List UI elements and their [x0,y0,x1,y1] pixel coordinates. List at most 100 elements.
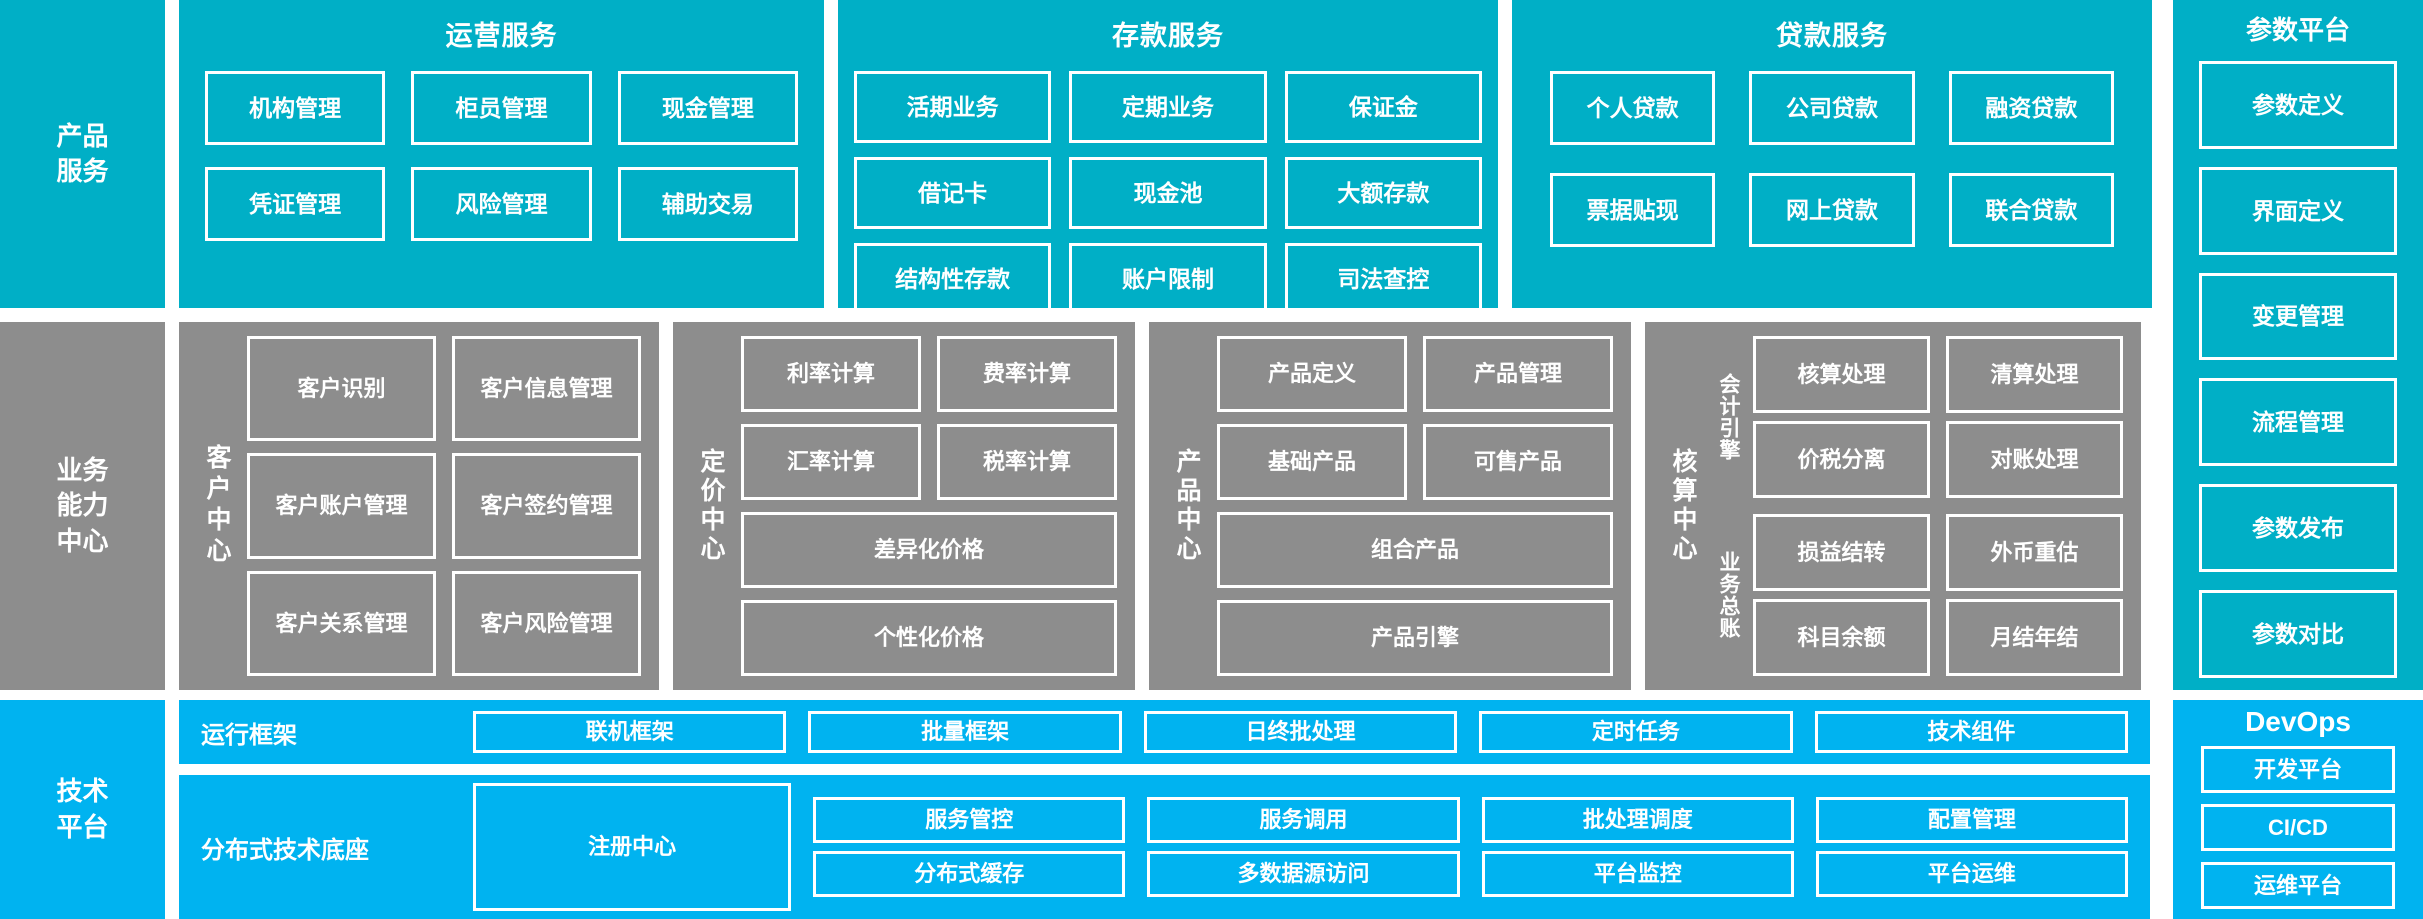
capability-jiashui-fenli[interactable]: 价税分离 [1753,421,1930,498]
service-item-wangshang-daikuan[interactable]: 网上贷款 [1749,173,1915,247]
center-row: 产品定义 产品管理 [1217,336,1613,412]
service-item-guiyuan-guanli[interactable]: 柜员管理 [411,71,592,145]
panel-devops: DevOps 开发平台 CI/CD 运维平台 [2173,700,2423,919]
capability-kemu-yue[interactable]: 科目余额 [1753,599,1930,676]
tech-item-dingshi-renwu[interactable]: 定时任务 [1479,711,1793,753]
deposit-service-grid: 活期业务 定期业务 保证金 借记卡 现金池 大额存款 结构性存款 账户限制 司法… [838,71,1498,329]
devops-item-yunwei-pingtai[interactable]: 运维平台 [2201,862,2395,909]
center-row: 组合产品 [1217,512,1613,588]
service-item-fengxian-guanli[interactable]: 风险管理 [411,167,592,241]
service-item-xianjinchi[interactable]: 现金池 [1069,157,1267,229]
layer-label-product-service-text: 产品 服务 [56,120,109,186]
accounting-ledger-cells: 损益结转 外币重估 科目余额 月结年结 [1753,514,2123,676]
center-accounting-body: 会计引擎 核算处理 清算处理 价税分离 对账处理 业务总账 [1713,336,2123,676]
accounting-group-label-engine: 会计引擎 [1717,373,1740,461]
center-label-pricing: 定价中心 [697,448,725,564]
param-item-canshu-fabu[interactable]: 参数发布 [2199,484,2397,573]
tech-column-1: 服务管控 分布式缓存 [813,783,1126,911]
capability-chayihua-jiage[interactable]: 差异化价格 [741,512,1117,588]
service-item-piaoju-tiexian[interactable]: 票据贴现 [1550,173,1716,247]
capability-qingsuan-chuli[interactable]: 清算处理 [1946,336,2123,413]
service-item-fuzhu-jiaoyi[interactable]: 辅助交易 [617,167,798,241]
tech-item-duoshujuyuan-fangwen[interactable]: 多数据源访问 [1147,851,1460,897]
tech-item-fuwu-diaoyong[interactable]: 服务调用 [1147,797,1460,843]
capability-kehu-guanxi-guanli[interactable]: 客户关系管理 [247,570,436,676]
tech-runtime-framework: 运行框架 联机框架 批量框架 日终批处理 定时任务 技术组件 [179,700,2150,764]
tech-item-pingtai-yunwei[interactable]: 平台运维 [1815,851,2129,897]
center-product: 产品中心 产品定义 产品管理 基础产品 可售产品 组合产品 产品引擎 [1149,322,1631,690]
service-item-zhanghu-xianzhi[interactable]: 账户限制 [1069,243,1267,315]
capability-sunyi-jiezhuan[interactable]: 损益结转 [1753,514,1930,591]
capability-shuilv-jisuan[interactable]: 税率计算 [937,424,1117,500]
service-item-jijika[interactable]: 借记卡 [854,157,1052,229]
layer-product-service: 产品 服务 运营服务 机构管理 柜员管理 现金管理 凭证管理 风险管理 辅助交易… [0,0,2423,315]
capability-huilv-jisuan[interactable]: 汇率计算 [741,424,921,500]
service-item-xianjin-guanli[interactable]: 现金管理 [617,71,798,145]
tech-item-peizhi-guanli[interactable]: 配置管理 [1815,797,2129,843]
param-item-liucheng-guanli[interactable]: 流程管理 [2199,378,2397,467]
capability-yuejie-nianjie[interactable]: 月结年结 [1946,599,2123,676]
capability-kehu-qianyue-guanli[interactable]: 客户签约管理 [452,453,641,559]
service-item-dingqi-yewu[interactable]: 定期业务 [1069,71,1267,143]
capability-kehu-fengxian-guanli[interactable]: 客户风险管理 [452,570,641,676]
param-item-canshu-dingyi[interactable]: 参数定义 [2199,61,2397,149]
tech-item-fenbushi-huancun[interactable]: 分布式缓存 [813,851,1126,897]
capability-waibi-chonggu[interactable]: 外币重估 [1946,514,2123,591]
tech-item-lianji-kuangjia[interactable]: 联机框架 [473,711,787,753]
service-item-pingzheng-guanli[interactable]: 凭证管理 [205,167,386,241]
tech-item-pichuli-diaodu[interactable]: 批处理调度 [1481,797,1794,843]
capability-feilv-jisuan[interactable]: 费率计算 [937,336,1117,412]
service-item-rongzi-daikuan[interactable]: 融资贷款 [1948,71,2114,145]
param-item-canshu-duibi[interactable]: 参数对比 [2199,590,2397,678]
service-item-jigou-guanli[interactable]: 机构管理 [205,71,386,145]
center-customer-body: 客户识别 客户信息管理 客户账户管理 客户签约管理 客户关系管理 客户风险管理 [247,336,641,676]
tech-item-jishu-zujian[interactable]: 技术组件 [1814,711,2129,753]
devops-item-kaifa-pingtai[interactable]: 开发平台 [2201,746,2395,793]
param-item-biangeng-guanli[interactable]: 变更管理 [2199,272,2397,361]
tech-item-pingtai-jiankong[interactable]: 平台监控 [1481,851,1794,897]
capability-lilv-jisuan[interactable]: 利率计算 [741,336,921,412]
param-item-jiemian-dingyi[interactable]: 界面定义 [2199,166,2397,255]
capability-kehu-zhanghu-guanli[interactable]: 客户账户管理 [247,453,436,559]
center-pricing: 定价中心 利率计算 费率计算 汇率计算 税率计算 差异化价格 个性化价格 [673,322,1135,690]
capability-kehu-shibie[interactable]: 客户识别 [247,336,436,442]
center-label-accounting: 核算中心 [1669,448,1697,564]
center-row: 价税分离 对账处理 [1753,421,2123,498]
capability-zuhe-chanpin[interactable]: 组合产品 [1217,512,1613,588]
capability-chanpin-guanli[interactable]: 产品管理 [1423,336,1613,412]
service-item-daecunkuan[interactable]: 大额存款 [1284,157,1482,229]
capability-keshou-chanpin[interactable]: 可售产品 [1423,424,1613,500]
service-item-jiegouxing-cunkuan[interactable]: 结构性存款 [854,243,1052,315]
layer-business-capability: 业务 能力 中心 客户中心 客户识别 客户信息管理 客户账户管理 客户签约管理 … [0,322,2150,690]
capability-jichu-chanpin[interactable]: 基础产品 [1217,424,1407,500]
layer-tech-platform: 技术 平台 运行框架 联机框架 批量框架 日终批处理 定时任务 技术组件 分布式… [0,700,2150,919]
devops-item-cicd[interactable]: CI/CD [2201,804,2395,851]
capability-duizhang-chuli[interactable]: 对账处理 [1946,421,2123,498]
service-item-geren-daikuan[interactable]: 个人贷款 [1550,71,1716,145]
tech-item-fuwu-guankong[interactable]: 服务管控 [813,797,1126,843]
service-item-huoqi-yewu[interactable]: 活期业务 [854,71,1052,143]
center-product-body: 产品定义 产品管理 基础产品 可售产品 组合产品 产品引擎 [1217,336,1613,676]
panel-loan-service: 贷款服务 个人贷款 公司贷款 融资贷款 票据贴现 网上贷款 联合贷款 [1512,0,2152,308]
panel-deposit-service: 存款服务 活期业务 定期业务 保证金 借记卡 现金池 大额存款 结构性存款 账户… [838,0,1498,315]
layer-label-tech-platform: 技术 平台 [0,700,165,919]
tech-item-piliang-kuangjia[interactable]: 批量框架 [808,711,1122,753]
tech-item-rizhong-pichuli[interactable]: 日终批处理 [1143,711,1458,753]
capability-hesuan-chuli[interactable]: 核算处理 [1753,336,1930,413]
capability-chanpin-dingyi[interactable]: 产品定义 [1217,336,1407,412]
service-item-gongsi-daikuan[interactable]: 公司贷款 [1749,71,1915,145]
capability-kehu-xinxi-guanli[interactable]: 客户信息管理 [452,336,641,442]
panel-title-deposit-service: 存款服务 [1112,21,1224,51]
center-row: 利率计算 费率计算 [741,336,1117,412]
capability-chanpin-yinqing[interactable]: 产品引擎 [1217,600,1613,676]
panel-title-devops: DevOps [2245,706,2351,737]
capability-gexinghua-jiage[interactable]: 个性化价格 [741,600,1117,676]
service-item-sifa-chakong[interactable]: 司法查控 [1284,243,1482,315]
center-pricing-body: 利率计算 费率计算 汇率计算 税率计算 差异化价格 个性化价格 [741,336,1117,676]
tech-item-zhuce-zhongxin[interactable]: 注册中心 [473,783,792,911]
tech-platform-body: 运行框架 联机框架 批量框架 日终批处理 定时任务 技术组件 分布式技术底座 注… [179,700,2150,919]
service-item-baozhengjin[interactable]: 保证金 [1284,71,1482,143]
service-item-lianhe-daikuan[interactable]: 联合贷款 [1948,173,2114,247]
center-accounting: 核算中心 会计引擎 核算处理 清算处理 价税分离 对账处理 [1645,322,2141,690]
center-row: 客户账户管理 客户签约管理 [247,453,641,559]
